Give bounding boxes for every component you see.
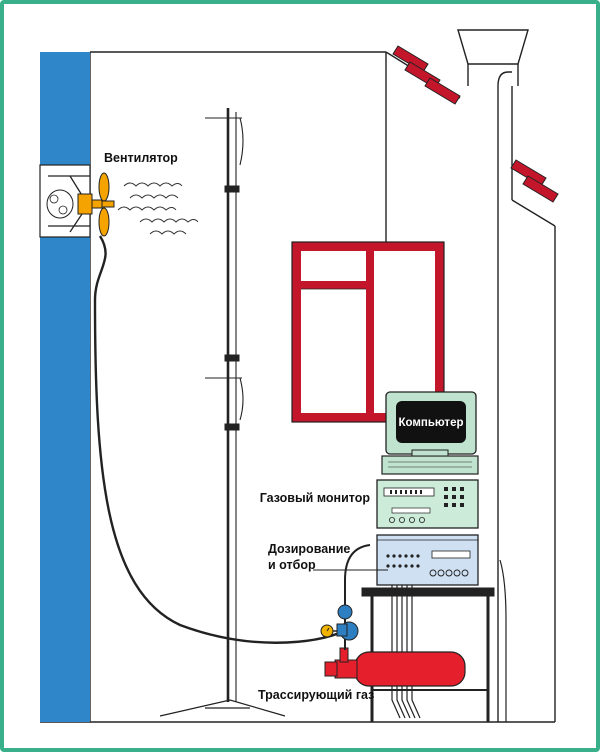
roof-bricks bbox=[392, 45, 559, 203]
sampling-mast bbox=[159, 108, 286, 717]
gas-monitor-label: Газовый монитор bbox=[260, 491, 371, 505]
equipment-table bbox=[361, 587, 495, 722]
computer-label: Компьютер bbox=[398, 417, 463, 429]
chimney-duct bbox=[457, 29, 529, 87]
fan-label: Вентилятор bbox=[104, 151, 178, 165]
dosing-label-line2: и отбор bbox=[268, 558, 316, 572]
dosing-sampling-unit bbox=[376, 534, 479, 586]
tracer-gas-label: Трассирующий газ bbox=[258, 688, 374, 702]
pressure-regulator bbox=[320, 590, 359, 650]
tracer-gas-cylinder bbox=[324, 647, 466, 687]
gas-monitor bbox=[376, 479, 479, 529]
computer bbox=[381, 391, 479, 475]
fan bbox=[46, 172, 115, 237]
blue-wall bbox=[40, 52, 90, 722]
dosing-label-line1: Дозирование bbox=[268, 542, 350, 556]
airflow-swirls bbox=[117, 182, 199, 235]
fan-hose bbox=[93, 235, 346, 644]
sampling-tubes bbox=[344, 544, 507, 722]
